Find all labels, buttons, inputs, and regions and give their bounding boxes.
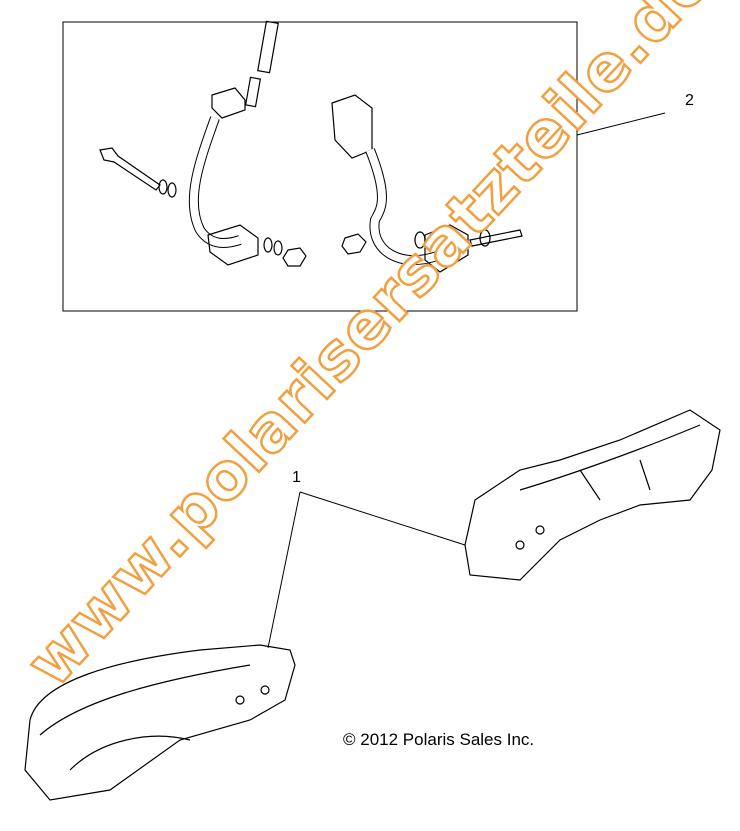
kit-box [62, 21, 578, 312]
right-handguard [464, 409, 721, 581]
copyright-text: © 2012 Polaris Sales Inc. [343, 730, 535, 749]
callout-2: 2 [685, 92, 694, 109]
right-mount-bracket [331, 94, 523, 273]
leader-line-1a [299, 491, 466, 546]
left-mount-bracket [99, 20, 307, 267]
leader-line-1b [267, 491, 301, 649]
leader-line-2 [576, 112, 666, 136]
left-handguard [24, 644, 296, 801]
callout-1: 1 [292, 469, 301, 486]
